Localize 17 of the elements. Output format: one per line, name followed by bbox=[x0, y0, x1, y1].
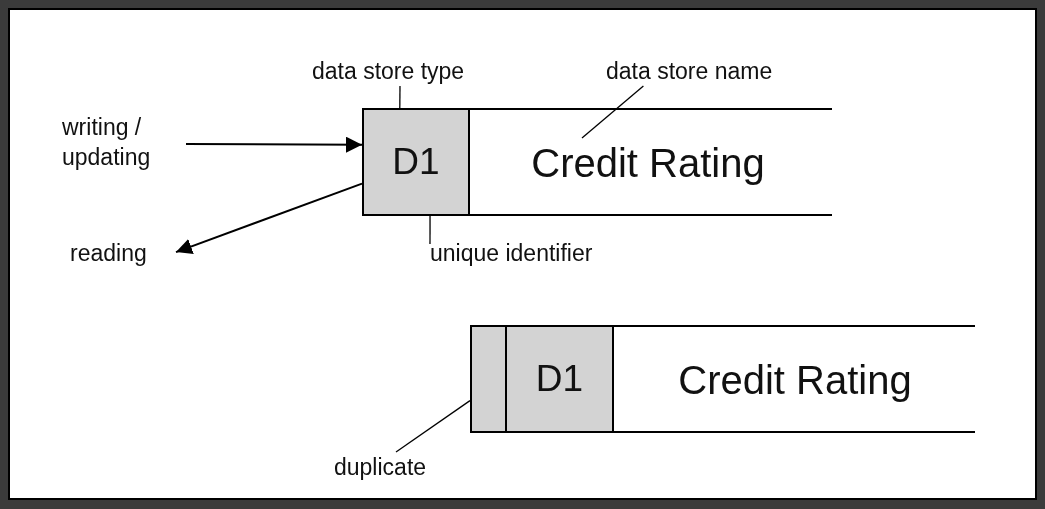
leader-line bbox=[399, 85, 401, 109]
annotation-label: data store name bbox=[606, 56, 826, 86]
data-store-name: Credit Rating bbox=[662, 355, 928, 405]
annotation-label: unique identifier bbox=[430, 238, 652, 268]
duplicate-marker-cell bbox=[470, 325, 507, 433]
leader-line bbox=[429, 215, 431, 245]
annotation-label: duplicate bbox=[334, 452, 458, 482]
leader-line bbox=[581, 85, 645, 139]
leader-line bbox=[395, 399, 471, 453]
flow-label: reading bbox=[70, 238, 176, 268]
arrow bbox=[175, 182, 363, 255]
identifier-cell: D1 bbox=[505, 325, 614, 433]
annotation-label: data store type bbox=[312, 56, 512, 86]
data-store-name: Credit Rating bbox=[516, 138, 780, 188]
flow-label: writing / updating bbox=[62, 112, 186, 176]
arrow bbox=[185, 136, 363, 153]
identifier-cell: D1 bbox=[362, 108, 470, 216]
